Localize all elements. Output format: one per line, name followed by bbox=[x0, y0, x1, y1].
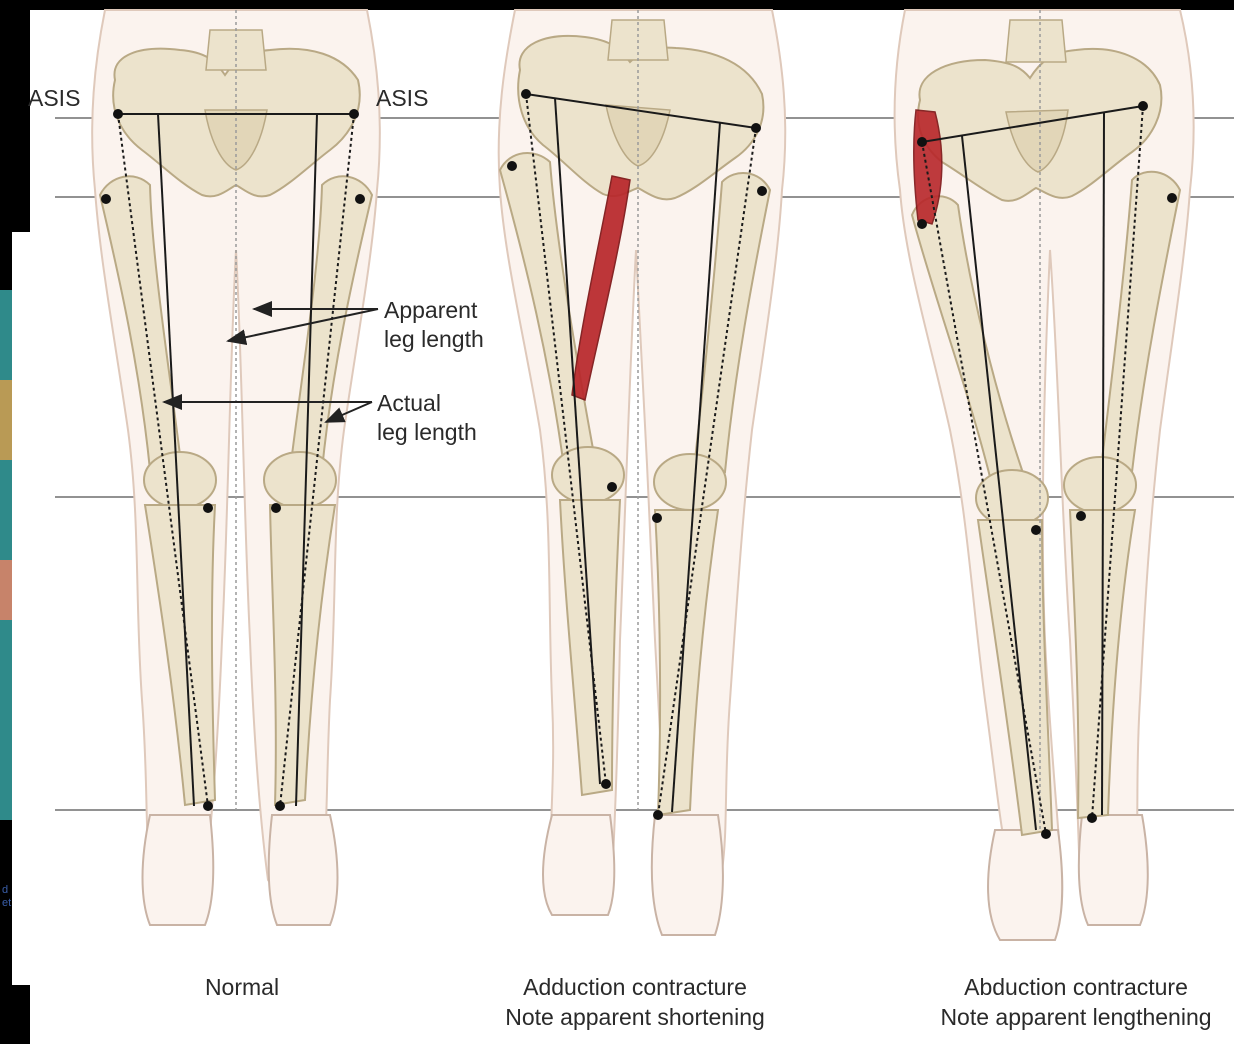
right-knee bbox=[264, 452, 336, 508]
caption-normal-line1: Normal bbox=[142, 972, 342, 1002]
right-knee bbox=[1064, 457, 1136, 513]
panel-normal bbox=[92, 10, 380, 925]
caption-abduction-line1: Abduction contracture bbox=[920, 972, 1232, 1002]
actual-label-line2: leg length bbox=[377, 418, 477, 447]
caption-abduction-line2: Note apparent lengthening bbox=[920, 1002, 1232, 1032]
asis-label-left: ASIS bbox=[28, 84, 80, 113]
left-foot bbox=[143, 815, 214, 925]
caption-adduction-line2: Note apparent shortening bbox=[480, 1002, 790, 1032]
left-foot bbox=[543, 815, 614, 915]
caption-adduction-line1: Adduction contracture bbox=[480, 972, 790, 1002]
caption-abduction: Abduction contracture Note apparent leng… bbox=[920, 972, 1232, 1032]
background-text-fragment: d et bbox=[2, 884, 12, 910]
caption-adduction: Adduction contracture Note apparent shor… bbox=[480, 972, 790, 1032]
spine bbox=[1006, 20, 1066, 62]
left-knee bbox=[144, 452, 216, 508]
panel-abduction bbox=[895, 10, 1194, 940]
panel-adduction bbox=[499, 10, 786, 935]
right-knee bbox=[654, 454, 726, 510]
abductor-muscle bbox=[914, 110, 942, 224]
apparent-label-line1: Apparent bbox=[384, 296, 484, 325]
actual-label-line1: Actual bbox=[377, 389, 477, 418]
right-foot bbox=[652, 815, 723, 935]
right-foot bbox=[1079, 815, 1148, 925]
left-knee bbox=[552, 447, 624, 503]
asis-label-right: ASIS bbox=[376, 84, 428, 113]
apparent-label-line2: leg length bbox=[384, 325, 484, 354]
background-fragment-line1: d bbox=[2, 884, 12, 897]
background-photo-fragment bbox=[0, 290, 12, 820]
left-foot bbox=[988, 830, 1062, 940]
caption-normal: Normal bbox=[142, 972, 342, 1002]
apparent-leg-length-label: Apparent leg length bbox=[384, 296, 484, 354]
background-fragment-line2: et bbox=[2, 897, 12, 910]
right-foot bbox=[269, 815, 338, 925]
actual-leg-length-label: Actual leg length bbox=[377, 389, 477, 447]
